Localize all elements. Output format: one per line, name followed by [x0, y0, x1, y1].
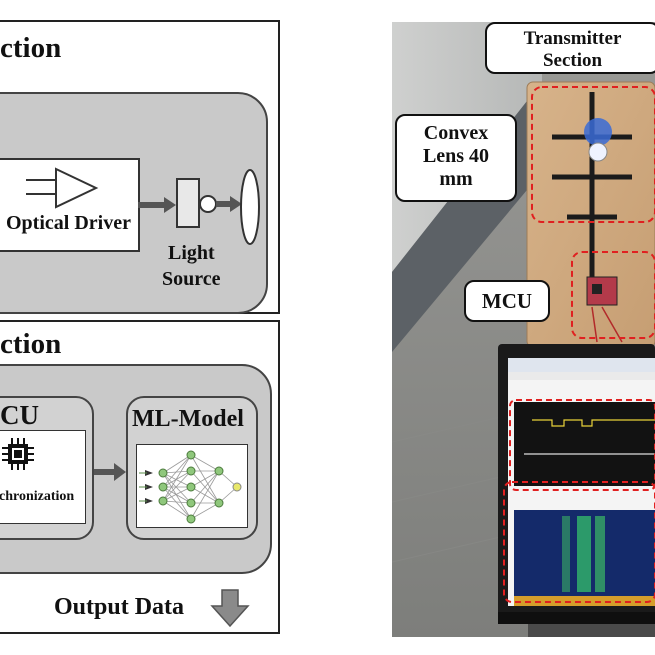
optical-driver-label: Optical Driver	[6, 212, 131, 234]
amplifier-icon	[26, 167, 99, 209]
transmitter-section-callout: Transmitter Section	[485, 22, 655, 74]
receiver-diagram-panel: ction CU chronization ML-Model	[0, 320, 280, 634]
lens-label-line3: mm	[439, 168, 473, 190]
output-down-arrow-icon	[210, 589, 250, 628]
transmitter-label-line2: Section	[542, 49, 603, 71]
driver-to-source-arrow	[138, 197, 176, 213]
mcu-photo-label: MCU	[481, 289, 533, 313]
neural-network-box	[136, 444, 248, 528]
convex-lens-callout: Convex Lens 40 mm	[395, 114, 517, 202]
lens-icon	[240, 169, 260, 245]
neural-network-icon	[139, 450, 242, 524]
chip-icon	[2, 438, 34, 470]
mcu-block-label: CU	[0, 400, 39, 430]
top-section-title: ction	[0, 32, 62, 64]
bottom-section-title: ction	[0, 328, 62, 360]
light-source-box	[176, 178, 200, 228]
light-source-icon	[199, 195, 242, 213]
synchronization-label: chronization	[0, 489, 75, 504]
transmitter-diagram-panel: ction Optical Driver Light Source	[0, 20, 280, 314]
mcu-to-model-arrow	[94, 463, 126, 481]
lens-label-line2: Lens 40	[422, 145, 490, 167]
mcu-callout: MCU	[464, 280, 550, 322]
ml-model-label: ML-Model	[132, 406, 244, 432]
synchronization-box: chronization	[0, 430, 86, 524]
light-source-label-line1: Light	[168, 242, 215, 264]
transmitter-label-line1: Transmitter	[523, 28, 622, 49]
prototype-photo: Transmitter Section Convex Lens 40 mm MC…	[392, 22, 655, 637]
lens-label-line1: Convex	[423, 122, 489, 144]
output-data-label: Output Data	[54, 594, 185, 620]
light-source-label-line2: Source	[162, 268, 221, 290]
optical-driver-box: Optical Driver	[0, 158, 140, 252]
